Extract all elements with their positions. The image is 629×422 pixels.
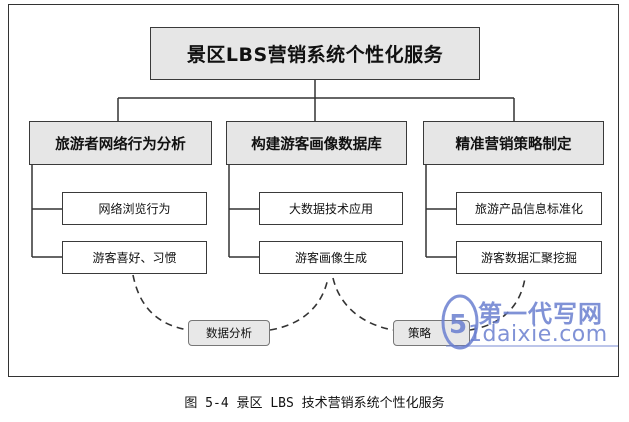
- category-build-tourist-profile-db: 构建游客画像数据库: [226, 121, 407, 165]
- leaf-tourist-preferences-habits: 游客喜好、习惯: [62, 241, 207, 274]
- watermark-logo-icon: 5: [441, 294, 618, 350]
- diagram-title: 景区LBS营销系统个性化服务: [150, 27, 480, 80]
- watermark: 5 第一代写网 1daixie.com: [438, 288, 623, 358]
- leaf-product-info-standardization: 旅游产品信息标准化: [456, 192, 602, 225]
- flow-label-data-analysis: 数据分析: [188, 320, 270, 346]
- watermark-line1: 第一代写网: [478, 300, 603, 328]
- watermark-line2: 1daixie.com: [468, 322, 608, 347]
- leaf-tourist-data-mining: 游客数据汇聚挖掘: [456, 241, 602, 274]
- svg-text:5: 5: [449, 310, 467, 340]
- leaf-big-data-tech-application: 大数据技术应用: [259, 192, 403, 225]
- leaf-tourist-profile-generation: 游客画像生成: [259, 241, 403, 274]
- leaf-web-browsing-behavior: 网络浏览行为: [62, 192, 207, 225]
- category-precision-marketing-strategy: 精准营销策略制定: [423, 121, 604, 165]
- figure-caption: 图 5-4 景区 LBS 技术营销系统个性化服务: [184, 396, 445, 411]
- flow-label-strategy: 策略: [393, 320, 470, 346]
- category-tourist-behavior-analysis: 旅游者网络行为分析: [29, 121, 212, 165]
